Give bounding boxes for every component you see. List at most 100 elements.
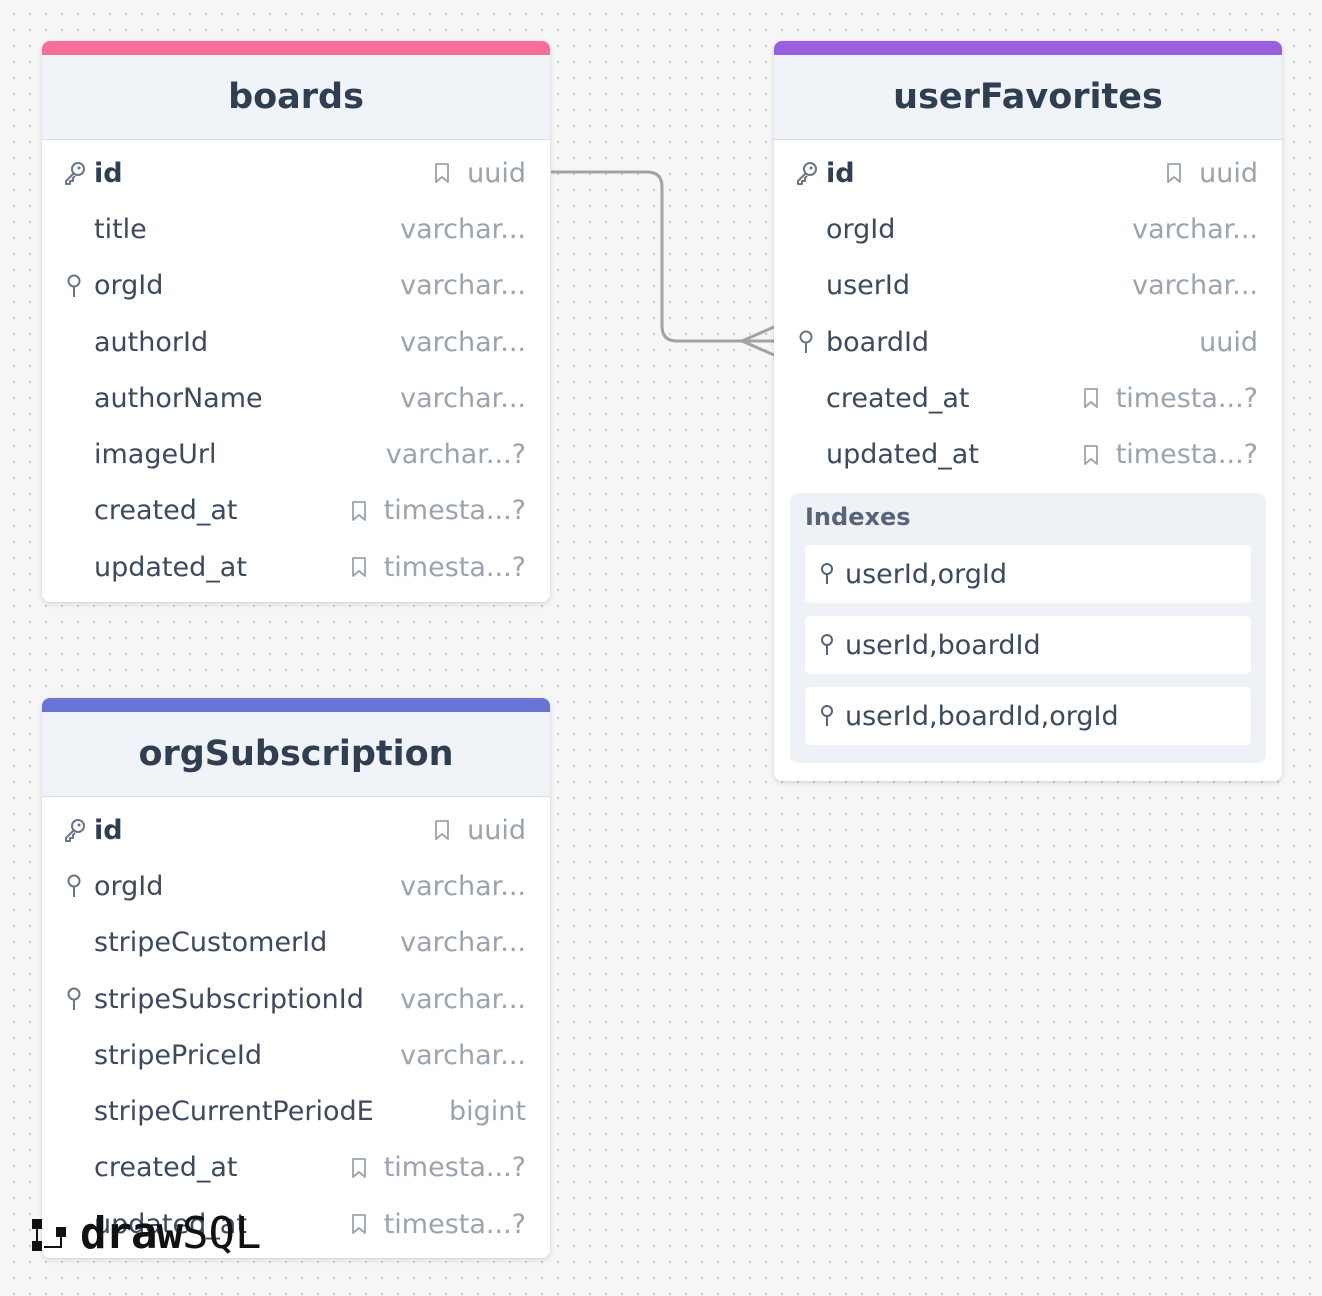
nullable-bookmark-icon bbox=[1083, 388, 1098, 409]
index-label: userId,orgId bbox=[845, 558, 1007, 590]
table-userFavorites[interactable]: userFavorites id uuid orgId varchar... userI… bbox=[774, 41, 1282, 781]
column-row[interactable]: authorId varchar... bbox=[42, 314, 550, 370]
column-type: timesta...? bbox=[383, 1152, 526, 1184]
column-row[interactable]: stripeCurrentPeriodEnd bigint bbox=[42, 1083, 550, 1139]
column-row[interactable]: created_at timesta...? bbox=[42, 483, 550, 539]
index-key-icon bbox=[799, 330, 813, 354]
column-name: id bbox=[94, 814, 123, 846]
column-type: varchar...? bbox=[385, 439, 526, 471]
column-name: created_at bbox=[826, 382, 970, 414]
column-name: stripePriceId bbox=[94, 1039, 262, 1071]
nullable-bookmark-icon bbox=[351, 501, 366, 521]
column-name: imageUrl bbox=[94, 439, 217, 471]
column-row[interactable]: stripeCustomerId varchar... bbox=[42, 915, 550, 971]
column-type: varchar... bbox=[400, 927, 526, 959]
column-name: stripeCurrentPeriodEnd bbox=[94, 1096, 372, 1128]
column-name: orgId bbox=[94, 870, 164, 902]
drawsql-logo-icon bbox=[32, 1218, 66, 1251]
index-item[interactable]: userId,boardId,orgId bbox=[805, 687, 1251, 745]
nullable-bookmark-icon bbox=[351, 1214, 366, 1235]
nullable-bookmark-icon bbox=[435, 163, 450, 184]
column-type: varchar... bbox=[400, 213, 526, 245]
column-type: varchar... bbox=[400, 270, 526, 302]
column-name: updated_at bbox=[94, 1208, 247, 1240]
index-icon bbox=[821, 563, 833, 584]
column-type: timesta...? bbox=[1115, 439, 1258, 471]
column-type: uuid bbox=[1199, 157, 1258, 189]
column-row[interactable]: stripePriceId varchar... bbox=[42, 1027, 550, 1083]
primary-key-icon bbox=[65, 819, 85, 843]
column-type: varchar... bbox=[400, 1039, 526, 1071]
logo-sql-text: SQL bbox=[181, 1208, 262, 1259]
column-type: varchar... bbox=[400, 870, 526, 902]
column-type: uuid bbox=[467, 157, 526, 189]
column-name: userId bbox=[826, 270, 910, 302]
column-name: authorName bbox=[94, 382, 263, 414]
column-name: id bbox=[826, 157, 855, 189]
column-name: authorId bbox=[94, 326, 209, 358]
table-title[interactable]: boards bbox=[42, 55, 550, 140]
column-name: stripeCustomerId bbox=[94, 927, 328, 959]
column-type: timesta...? bbox=[1115, 382, 1258, 414]
column-row[interactable]: stripeSubscriptionId varchar... bbox=[42, 971, 550, 1027]
column-row[interactable]: orgId varchar... bbox=[42, 258, 550, 314]
nullable-bookmark-icon bbox=[435, 820, 450, 841]
primary-key-icon bbox=[65, 162, 85, 186]
index-item[interactable]: userId,boardId bbox=[805, 616, 1251, 674]
index-icon bbox=[821, 634, 833, 655]
column-type: varchar... bbox=[1132, 213, 1258, 245]
column-row[interactable]: imageUrl varchar...? bbox=[42, 426, 550, 482]
indexes-title: Indexes bbox=[805, 503, 911, 531]
column-name: boardId bbox=[826, 326, 930, 358]
column-list: id uuid orgId varchar... stripeCustomerId var… bbox=[42, 797, 550, 1252]
column-name: orgId bbox=[826, 213, 896, 245]
column-row[interactable]: updated_at timesta...? bbox=[42, 1196, 550, 1252]
table-title[interactable]: orgSubscription bbox=[42, 712, 550, 797]
table-color-bar bbox=[774, 41, 1282, 55]
column-type: timesta...? bbox=[383, 495, 526, 527]
table-color-bar bbox=[42, 698, 550, 712]
column-name: created_at bbox=[94, 495, 238, 527]
nullable-bookmark-icon bbox=[351, 1158, 366, 1178]
column-row[interactable]: id uuid bbox=[42, 145, 550, 201]
column-type: varchar... bbox=[400, 326, 526, 358]
index-icon bbox=[821, 705, 833, 726]
column-row[interactable]: authorName varchar... bbox=[42, 370, 550, 426]
nullable-bookmark-icon bbox=[1167, 163, 1182, 184]
index-item[interactable]: userId,orgId bbox=[805, 545, 1251, 603]
column-row[interactable]: updated_at timesta...? bbox=[774, 426, 1282, 482]
column-row[interactable]: id uuid bbox=[42, 802, 550, 858]
index-key-icon bbox=[67, 274, 81, 297]
nullable-bookmark-icon bbox=[351, 557, 366, 578]
column-name: updated_at bbox=[826, 439, 979, 471]
column-row[interactable]: orgId varchar... bbox=[42, 858, 550, 914]
nullable-bookmark-icon bbox=[1083, 444, 1098, 465]
column-name: id bbox=[94, 157, 123, 189]
column-name: stripeSubscriptionId bbox=[94, 983, 364, 1015]
index-label: userId,boardId,orgId bbox=[845, 700, 1119, 732]
column-type: varchar... bbox=[400, 382, 526, 414]
column-row[interactable]: id uuid bbox=[774, 145, 1282, 201]
column-type: bigint bbox=[449, 1096, 526, 1128]
column-type: uuid bbox=[1199, 326, 1258, 358]
column-type: varchar... bbox=[400, 983, 526, 1015]
column-row[interactable]: boardId uuid bbox=[774, 314, 1282, 370]
column-type: timesta...? bbox=[383, 1208, 526, 1240]
index-key-icon bbox=[67, 987, 81, 1011]
column-name: orgId bbox=[94, 270, 164, 302]
column-type: uuid bbox=[467, 814, 526, 846]
index-label: userId,boardId bbox=[845, 629, 1041, 661]
column-row[interactable]: orgId varchar... bbox=[774, 201, 1282, 257]
column-row[interactable]: created_at timesta...? bbox=[774, 370, 1282, 426]
table-title[interactable]: userFavorites bbox=[774, 55, 1282, 140]
logo-draw-text: draw bbox=[80, 1208, 183, 1259]
